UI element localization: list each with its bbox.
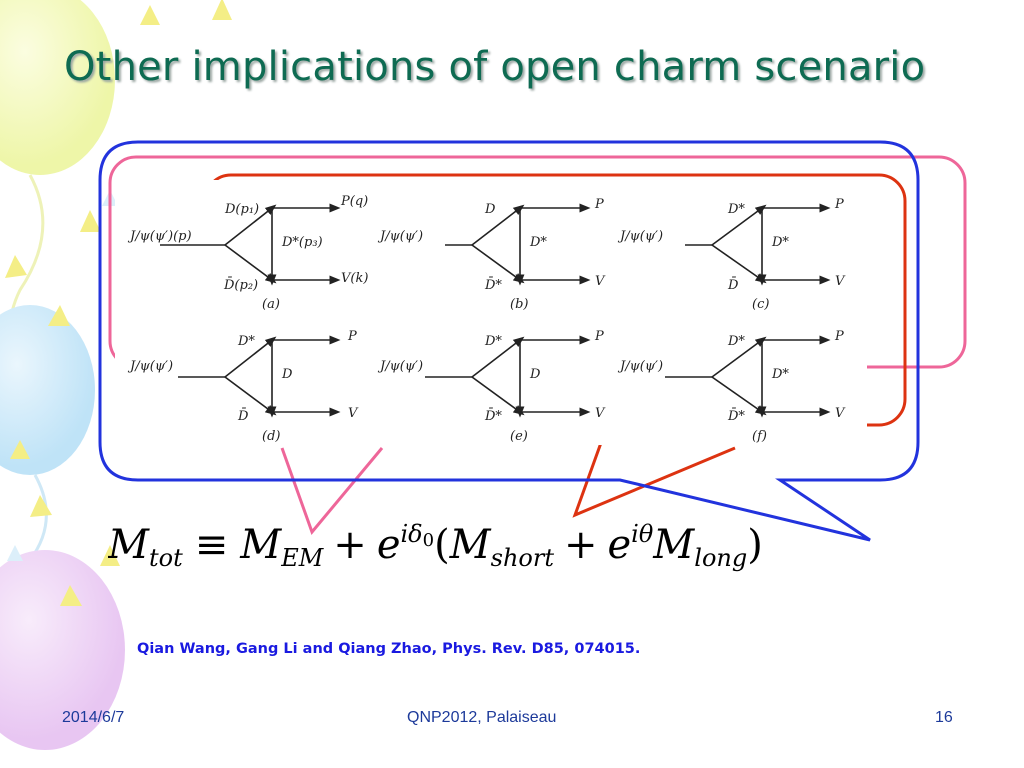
diagram-a: J/ψ(ψ′)(p) D(p₁) D̄(p₂) D*(p₃) P(q) V(k)… [127, 194, 368, 312]
formula-open-paren: ( [434, 522, 450, 568]
label-initial: J/ψ(ψ′) [617, 229, 663, 244]
formula-term-short-sub: short [491, 544, 555, 572]
formula-phase-1-sub: 0 [423, 530, 434, 551]
diagram-e: J/ψ(ψ′) D* D̄* D P V (e) [377, 329, 606, 444]
label-tag: (d) [262, 429, 280, 444]
diagram-d: J/ψ(ψ′) D* D̄ D P V (d) [127, 329, 359, 444]
label-exchange: D* [771, 367, 789, 382]
label-initial: J/ψ(ψ′)(p) [127, 229, 192, 244]
label-bottom: D̄ [727, 277, 739, 293]
formula-plus-2: + [564, 522, 598, 568]
label-exchange: D* [771, 235, 789, 250]
label-exchange: D*(p₃) [281, 235, 323, 250]
label-out-top: P [594, 329, 604, 344]
formula-lhs-sub: tot [149, 544, 183, 572]
label-exchange: D [529, 367, 541, 382]
label-tag: (c) [752, 297, 769, 312]
label-initial: J/ψ(ψ′) [377, 229, 423, 244]
label-bottom: D̄* [484, 408, 502, 424]
formula-term-em: M [239, 522, 282, 568]
formula-close-paren: ) [747, 522, 763, 568]
formula-phase-1: iδ [400, 520, 422, 548]
citation: Qian Wang, Gang Li and Qiang Zhao, Phys.… [137, 641, 641, 657]
label-top: D* [727, 202, 745, 217]
label-bottom: D̄* [727, 408, 745, 424]
label-top: D* [484, 334, 502, 349]
formula-term-long-sub: long [694, 544, 747, 572]
label-top: D [484, 202, 496, 217]
formula-exp-base-2: e [608, 522, 632, 568]
diagram-c: J/ψ(ψ′) D* D̄ D* P V (c) [617, 197, 846, 312]
label-out-top: P [834, 197, 844, 212]
label-top: D(p₁) [224, 202, 259, 217]
footer-event: QNP2012, Palaiseau [407, 709, 557, 726]
label-top: D* [727, 334, 745, 349]
label-out-top: P [347, 329, 357, 344]
label-bottom: D̄ [237, 408, 249, 424]
slide-title: Other implications of open charm scenari… [64, 44, 926, 90]
label-initial: J/ψ(ψ′) [127, 359, 173, 374]
label-out-top: P [834, 329, 844, 344]
label-out-bottom: V(k) [341, 271, 368, 286]
label-out-top: P [594, 197, 604, 212]
amplitude-formula: Mtot≡MEM+eiδ0(Mshort+eiθMlong) [108, 520, 763, 572]
label-out-bottom: V [348, 406, 359, 421]
label-top: D* [237, 334, 255, 349]
svg-text:Mtot≡MEM+eiδ0(Mshort+eiθMlong): Mtot≡MEM+eiδ0(Mshort+eiθMlong) [108, 520, 763, 572]
purple-balloon [0, 550, 125, 750]
label-initial: J/ψ(ψ′) [617, 359, 663, 374]
label-bottom: D̄(p₂) [223, 277, 258, 293]
label-tag: (f) [752, 429, 767, 444]
label-tag: (b) [510, 297, 528, 312]
label-out-bottom: V [835, 406, 846, 421]
diagram-image-area [115, 180, 867, 445]
label-initial: J/ψ(ψ′) [377, 359, 423, 374]
label-exchange: D* [529, 235, 547, 250]
formula-exp-base-1: e [377, 522, 401, 568]
label-tag: (a) [262, 297, 280, 312]
label-out-top: P(q) [340, 194, 368, 209]
blue-callout [98, 140, 920, 542]
label-out-bottom: V [835, 274, 846, 289]
formula-term-em-sub: EM [280, 544, 325, 572]
footer-page-number: 16 [935, 709, 953, 726]
diagram-b: J/ψ(ψ′) D D̄* D* P V (b) [377, 197, 606, 312]
label-tag: (e) [510, 429, 528, 444]
footer-date: 2014/6/7 [62, 709, 125, 726]
formula-plus-1: + [333, 522, 367, 568]
label-bottom: D̄* [484, 277, 502, 293]
formula-equiv: ≡ [195, 522, 229, 568]
formula-lhs: M [108, 522, 150, 568]
diagram-f: J/ψ(ψ′) D* D̄* D* P V (f) [617, 329, 846, 444]
label-out-bottom: V [595, 406, 606, 421]
formula-term-short: M [449, 522, 492, 568]
formula-term-long: M [652, 522, 695, 568]
formula-phase-2: iθ [631, 520, 654, 548]
label-out-bottom: V [595, 274, 606, 289]
confetti-stars [5, 0, 232, 606]
label-exchange: D [281, 367, 293, 382]
